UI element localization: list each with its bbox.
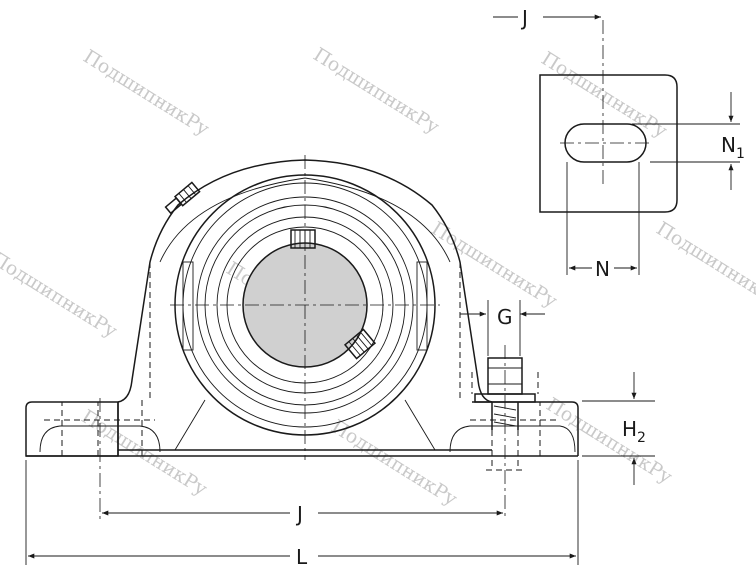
bolt-threads <box>493 405 517 427</box>
bearing-flat-left <box>182 261 194 351</box>
hidden-lines-right <box>459 262 560 456</box>
set-screw-thread <box>294 230 311 248</box>
dim-label-l: L <box>296 545 308 569</box>
bolt-hidden <box>486 430 524 471</box>
dim-label-j-bottom: J <box>295 502 303 526</box>
base-plate-outline <box>539 74 678 213</box>
set-screw-top <box>290 229 316 249</box>
dim-label-g: G <box>497 305 513 329</box>
hidden-lines-left <box>44 262 155 456</box>
watermark-text: ПодшипникРу <box>0 248 121 343</box>
pedestal-webs <box>174 399 436 451</box>
dim-label-h2: H2 <box>622 417 646 446</box>
watermark-text: ПодшипникРу <box>309 44 443 139</box>
washer-hidden <box>471 372 539 394</box>
bearing-flat-right <box>416 261 428 351</box>
mounting-slot <box>564 123 647 163</box>
pillow-block-front-view: G H2 J L <box>25 155 655 569</box>
watermark-text: ПодшипникРу <box>427 218 561 313</box>
washer <box>474 393 536 403</box>
right-foot-recess <box>449 425 576 453</box>
dim-label-n1: N1 <box>721 133 745 162</box>
set-screw-side <box>343 328 377 360</box>
housing-inner-curve <box>159 177 451 263</box>
watermark-text: ПодшипникРу <box>542 394 676 489</box>
dim-label-n: N <box>595 257 610 281</box>
watermark-text: ПодшипникРу <box>79 46 213 141</box>
watermark-text: ПодшипникРу <box>652 218 756 313</box>
bolt-shank <box>491 402 519 430</box>
watermark-text: ПодшипникРу <box>537 48 671 143</box>
base-right-foot <box>472 401 579 456</box>
slot-detail-view: J N1 N <box>493 6 745 281</box>
dim-label-j-top: J <box>520 6 528 30</box>
watermark-text: ПодшипникРу <box>327 416 461 511</box>
base-left-foot <box>25 401 119 457</box>
grease-fitting <box>164 181 201 215</box>
